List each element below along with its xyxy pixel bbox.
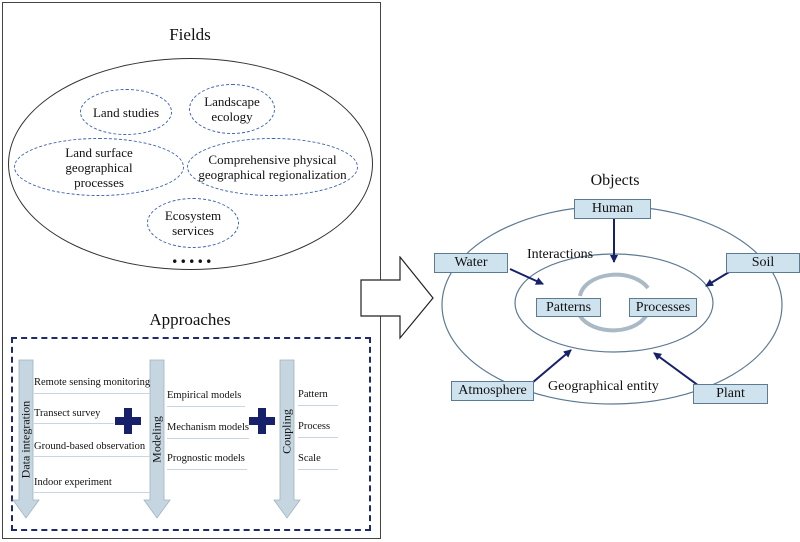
coupling-arrow [273, 359, 301, 519]
mod-underline [167, 438, 249, 439]
di-item-ground: Ground-based observation [34, 441, 146, 452]
right-arrow-icon [360, 256, 434, 340]
di-item-remote-sensing: Remote sensing monitoring [34, 377, 151, 388]
field-regionalization: Comprehensive physical geographical regi… [187, 138, 358, 196]
mod-item-empirical: Empirical models [167, 390, 242, 401]
field-regionalization-label: Comprehensive physical geographical regi… [198, 152, 347, 182]
approaches-box [11, 337, 371, 531]
atmosphere-box: Atmosphere [451, 381, 534, 401]
di-underline [34, 393, 150, 394]
patterns-box: Patterns [536, 298, 601, 317]
mod-item-mechanism: Mechanism models [167, 422, 249, 433]
human-box: Human [574, 199, 651, 219]
approach-arrows [12, 359, 301, 519]
field-ecosystem-label: Ecosystem services [164, 208, 222, 238]
coup-underline [298, 405, 338, 406]
plant-arrow [653, 352, 700, 387]
field-land-surface-label: Land surface geographical processes [65, 144, 133, 190]
field-land-studies-label: Land studies [92, 104, 160, 120]
geo-entity-ellipse [441, 205, 783, 405]
di-item-indoor: Indoor experiment [34, 477, 112, 488]
plant-box: Plant [693, 384, 768, 404]
coup-underline [298, 469, 338, 470]
fields-more-dots: ..... [172, 243, 215, 268]
plus-icon [249, 408, 275, 434]
data-integration-arrow [12, 359, 40, 519]
mod-underline [167, 406, 245, 407]
water-arrow [509, 268, 544, 285]
processes-box: Processes [629, 298, 697, 317]
soil-box: Soil [726, 253, 800, 273]
plus-icon [115, 408, 141, 434]
di-underline [34, 492, 150, 493]
field-ecosystem: Ecosystem services [147, 198, 239, 248]
mod-underline [167, 469, 247, 470]
atmosphere-arrow [531, 349, 572, 384]
mod-item-prognostic: Prognostic models [167, 453, 245, 464]
cycle-arrow-top [578, 272, 650, 297]
coup-underline [298, 437, 338, 438]
di-underline [34, 423, 114, 424]
modeling-label: Modeling [149, 416, 164, 463]
di-underline [34, 456, 150, 457]
geo-entity-label: Geographical entity [548, 379, 659, 394]
fields-ellipse [8, 58, 373, 270]
di-item-transect: Transect survey [34, 408, 101, 419]
objects-title: Objects [590, 172, 640, 189]
coup-item-process: Process [298, 421, 331, 432]
coup-item-pattern: Pattern [298, 389, 328, 400]
interactions-label: Interactions [527, 247, 594, 262]
data-integration-label: Data integration [18, 400, 33, 479]
fields-title: Fields [169, 25, 211, 44]
cycle-arrow-bottom [578, 311, 650, 333]
approaches-title: Approaches [149, 310, 231, 329]
field-land-surface: Land surface geographical processes [14, 138, 184, 196]
field-landscape-ecology-label: Landscape ecology [204, 94, 260, 124]
coupling-label: Coupling [279, 409, 294, 454]
modeling-arrow [143, 359, 171, 519]
left-panel [2, 2, 381, 539]
field-land-studies: Land studies [80, 89, 172, 135]
coup-item-scale: Scale [298, 453, 321, 464]
field-landscape-ecology: Landscape ecology [189, 84, 275, 134]
water-box: Water [434, 253, 508, 273]
